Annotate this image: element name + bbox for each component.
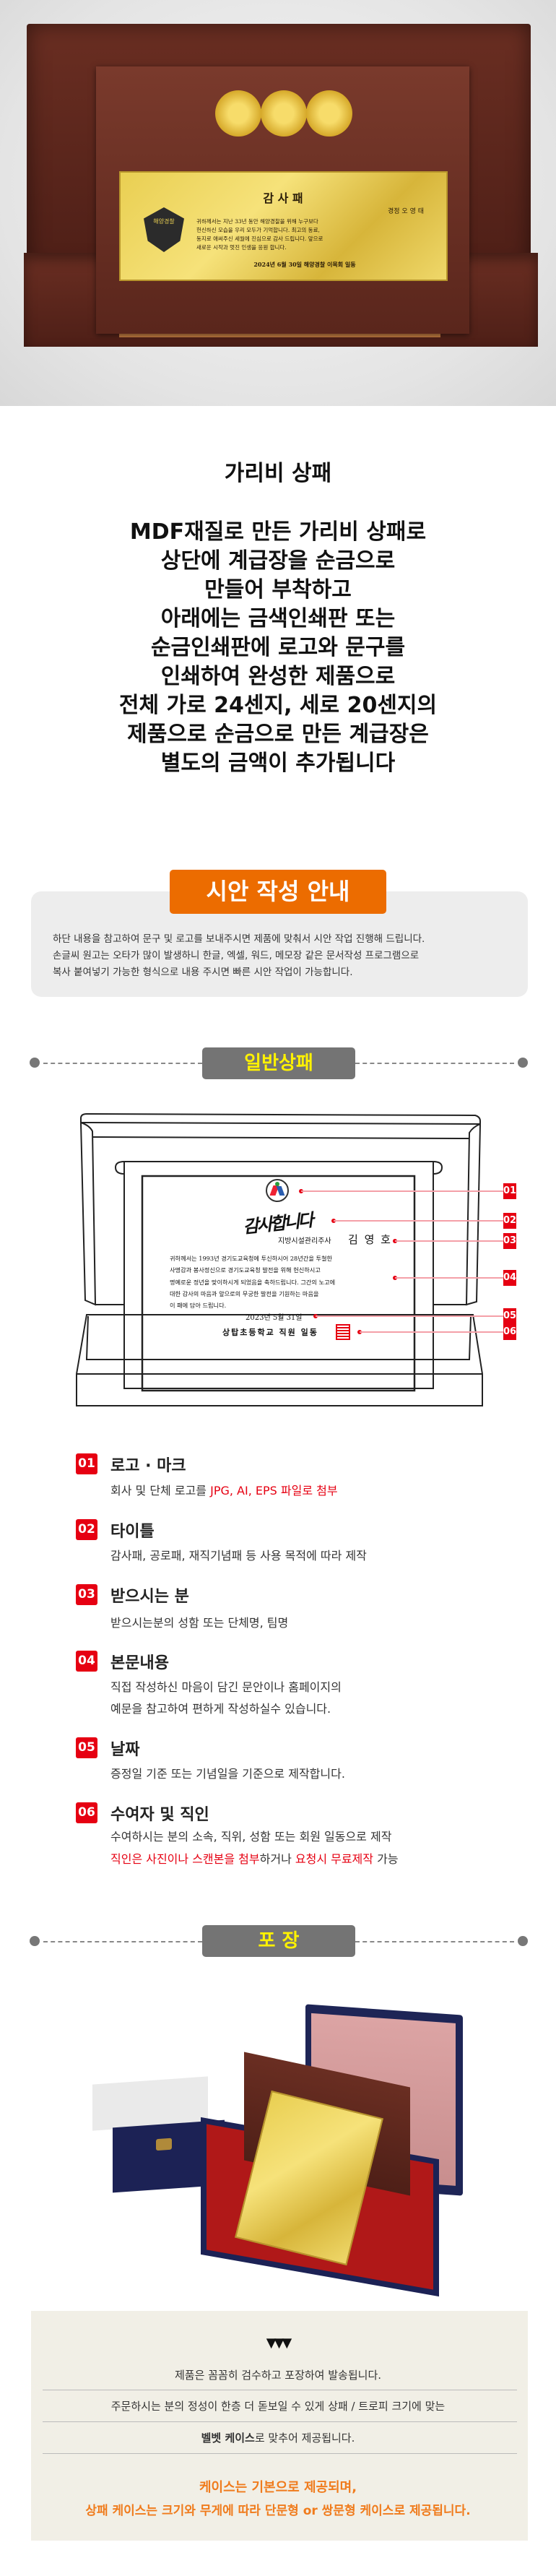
rank-insignia-icon: [261, 90, 307, 137]
item-title: 받으시는 분: [110, 1588, 189, 1606]
item-title: 본문내용: [110, 1654, 169, 1672]
item-desc: 감사패, 공로패, 재직기념패 등 사용 목적에 따라 제작: [110, 1549, 367, 1563]
packing-text: 제품은 꼼꼼히 검수하고 포장하여 발송됩니다.: [174, 2369, 382, 2382]
plaque-body: 귀하께서는 지난 33년 동안 해양경찰을 위해 누구보다 헌신하신 모습을 우…: [196, 218, 323, 251]
leader-line: [395, 1277, 503, 1279]
divider-dot: [30, 1936, 40, 1946]
sample-date: 2023년 5월 31일: [246, 1314, 303, 1322]
rank-insignia-icon: [215, 90, 261, 137]
marker-03: 03: [503, 1233, 516, 1249]
guide-text: 복사 붙여넣기 가능한 형식으로 내용 주시면 빠른 시안 작업이 가능합니다.: [53, 967, 353, 978]
item-title: 수여자 및 직인: [110, 1806, 209, 1824]
marker-05: 05: [503, 1308, 516, 1324]
item-desc: 증정일 기준 또는 기념일을 기준으로 제작합니다.: [110, 1767, 345, 1781]
item-title: 날짜: [110, 1741, 140, 1759]
marker-06: 06: [503, 1324, 516, 1340]
case-note: 상패 케이스는 크기와 무게에 따라 단문형 or 쌍문형 케이스로 제공됩니다…: [85, 2504, 471, 2518]
item-desc: 회사 및 단체 로고를 JPG, AI, EPS 파일로 첨부: [110, 1484, 338, 1497]
case-note: 케이스는 기본으로 제공되며,: [199, 2480, 357, 2495]
item-badge-04: 04: [76, 1651, 97, 1672]
item-badge-05: 05: [76, 1737, 97, 1758]
plaque-footer: 2024년 6월 30일 해양경찰 이목회 일동: [253, 261, 356, 268]
recipient-name: 김 영 호: [348, 1233, 392, 1246]
leader-line: [334, 1220, 503, 1222]
section-label-general: 일반상패: [202, 1047, 355, 1079]
item-desc: 수여하시는 분의 소속, 직위, 성함 또는 회원 일동으로 제작: [110, 1830, 392, 1844]
product-title: 가리비 상패: [224, 461, 332, 486]
leader-line: [360, 1331, 503, 1333]
item-desc: 직접 작성하신 마음이 담긴 문안이나 홈페이지의: [110, 1680, 342, 1694]
plaque-title: 감 사 패: [263, 191, 303, 205]
leader-line: [395, 1240, 503, 1242]
packing-info-box: [31, 2311, 528, 2541]
seal-stamp-icon: [336, 1324, 350, 1340]
plaque-recipient: 경정 오 영 태: [388, 208, 424, 215]
dashed-divider: [355, 1063, 514, 1064]
product-photo: 해양경찰 감 사 패 경정 오 영 태 귀하께서는 지난 33년 동안 해양경찰…: [0, 0, 556, 406]
product-description: MDF재질로 만든 가리비 상패로 상단에 계급장을 순금으로 만들어 부착하고…: [118, 519, 438, 776]
item-badge-02: 02: [76, 1519, 97, 1540]
draft-guide-label: 시안 작성 안내: [170, 870, 386, 914]
guide-text: 하단 내용을 참고하여 문구 및 로고를 보내주시면 제품에 맞춰서 시안 작업…: [53, 933, 425, 945]
divider-dot: [518, 1936, 528, 1946]
packing-text: 주문하시는 분의 정성이 한층 더 돋보일 수 있게 상패 / 트로피 크기에 …: [110, 2400, 446, 2413]
item-desc: 직인은 사진이나 스캔본을 첨부하거나 요청시 무료제작 가능: [110, 1852, 399, 1866]
divider: [43, 2421, 517, 2422]
marker-04: 04: [503, 1270, 516, 1286]
gold-plate: 해양경찰 감 사 패 경정 오 영 태 귀하께서는 지난 33년 동안 해양경찰…: [119, 171, 448, 281]
case-latch-icon: [156, 2138, 172, 2151]
down-arrows-icon: ▼▼▼: [266, 2335, 292, 2351]
packing-text: 벨벳 케이스로 맞추어 제공됩니다.: [201, 2432, 355, 2445]
dashed-divider: [355, 1941, 514, 1942]
leader-line: [316, 1315, 503, 1317]
item-badge-06: 06: [76, 1802, 97, 1823]
divider-dot: [518, 1058, 528, 1068]
guide-text: 손글씨 원고는 오타가 많이 발생하니 한글, 엑셀, 워드, 메모장 같은 문…: [53, 950, 420, 961]
leader-line: [301, 1190, 503, 1192]
section-label-packing: 포 장: [202, 1925, 355, 1957]
item-desc: 예문을 참고하여 편하게 작성하실수 있습니다.: [110, 1702, 331, 1716]
plaque-line-drawing: [76, 1112, 483, 1406]
dashed-divider: [43, 1063, 202, 1064]
rank-insignia-icon: [306, 90, 352, 137]
divider: [43, 2453, 517, 2454]
item-badge-03: 03: [76, 1584, 97, 1605]
divider-dot: [30, 1058, 40, 1068]
sample-body: 귀하께서는 1993년 경기도교육청에 투신하시어 28년간을 투철한 사명감과…: [170, 1255, 336, 1310]
item-desc: 받으시는분의 성함 또는 단체명, 팀명: [110, 1616, 289, 1630]
organization-logo-icon: [266, 1179, 289, 1202]
recipient-position: 지방시설관리주사: [278, 1237, 331, 1245]
marker-01: 01: [503, 1183, 516, 1199]
item-badge-01: 01: [76, 1453, 97, 1474]
coast-guard-emblem-icon: 해양경찰: [144, 207, 184, 252]
dashed-divider: [43, 1941, 202, 1942]
sample-giver: 상탑초등학교 직원 일동: [222, 1328, 318, 1337]
item-title: 로고 · 마크: [110, 1457, 186, 1475]
item-title: 타이틀: [110, 1523, 155, 1541]
marker-02: 02: [503, 1213, 516, 1229]
packing-photo: [92, 2004, 468, 2297]
